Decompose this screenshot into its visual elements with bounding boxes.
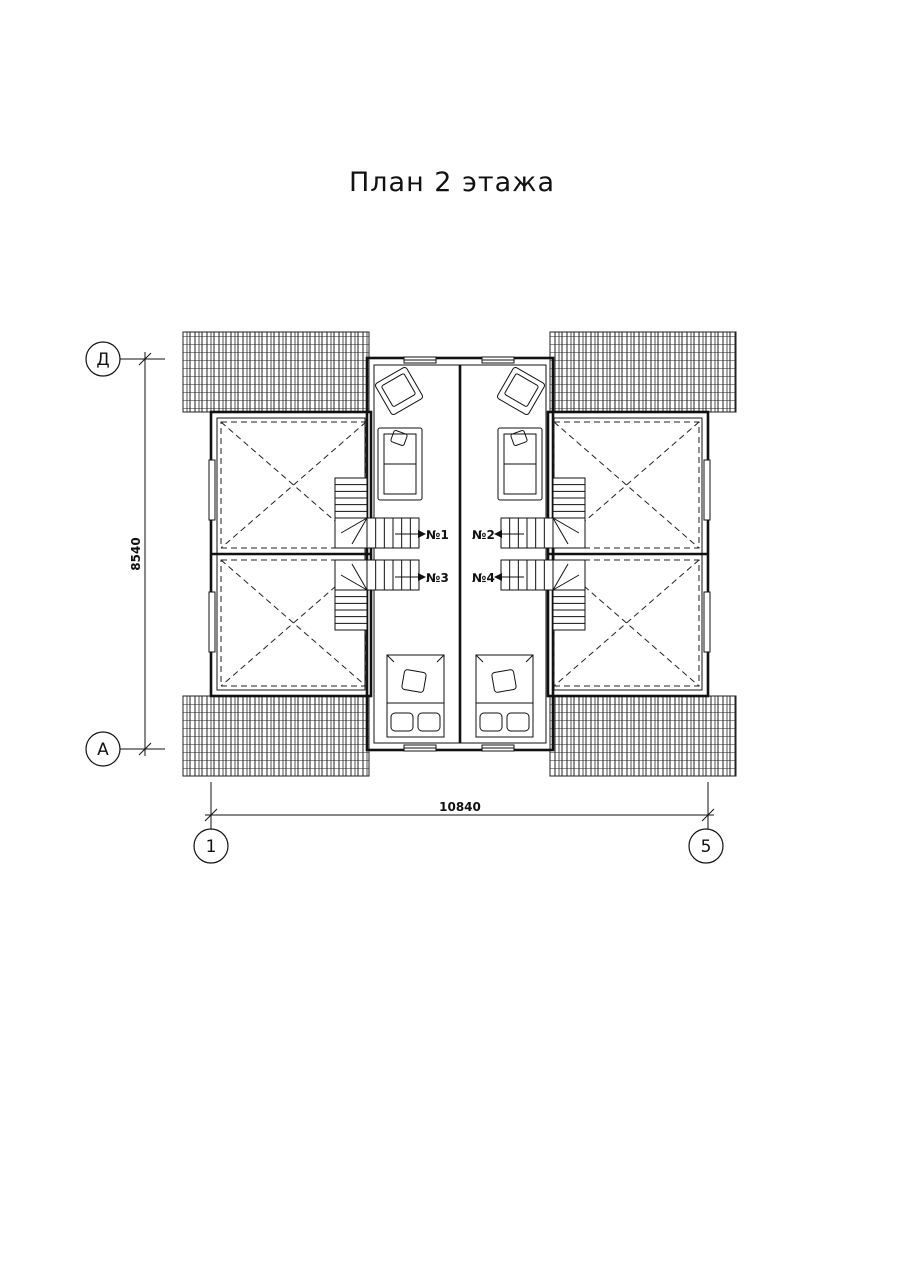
- axis-label-bottom: А: [97, 740, 109, 760]
- roof-block-bottom-left: [182, 695, 370, 777]
- building-walls: [209, 356, 710, 752]
- stair-arrow-icon: [494, 530, 524, 538]
- bed-icon: [386, 654, 445, 738]
- stairs-group: [334, 477, 586, 631]
- horizontal-dimension: [204, 782, 715, 826]
- bed-icon: [475, 654, 534, 738]
- windows: [208, 356, 711, 752]
- armchair-icon: [375, 367, 423, 415]
- axis-marker-top: Д: [85, 341, 121, 377]
- unit-label-4: №4: [472, 571, 495, 585]
- roof-block-top-left: [182, 331, 370, 413]
- stair-arrow-icon: [494, 573, 524, 581]
- unit-label-1: №1: [426, 528, 449, 542]
- roof-block-top-right: [549, 331, 737, 413]
- stair-arrow-icon: [395, 573, 426, 581]
- axis-label-right: 5: [701, 837, 712, 857]
- axis-marker-bottom: А: [85, 731, 121, 767]
- axis-marker-right: 5: [688, 828, 724, 864]
- unit-label-3: №3: [426, 571, 449, 585]
- sofa-icon: [377, 427, 423, 501]
- dimension-horizontal-label: 10840: [439, 800, 481, 814]
- armchair-icon: [497, 367, 545, 415]
- stair-arrow-icon: [395, 530, 426, 538]
- axis-label-top: Д: [96, 350, 109, 370]
- axis-label-left: 1: [206, 837, 217, 857]
- roof-block-bottom-right: [549, 695, 737, 777]
- axis-marker-left: 1: [193, 828, 229, 864]
- dimension-vertical-label: 8540: [129, 537, 143, 570]
- plan-title: План 2 этажа: [349, 167, 555, 198]
- sofa-icon: [497, 427, 543, 501]
- unit-label-2: №2: [472, 528, 495, 542]
